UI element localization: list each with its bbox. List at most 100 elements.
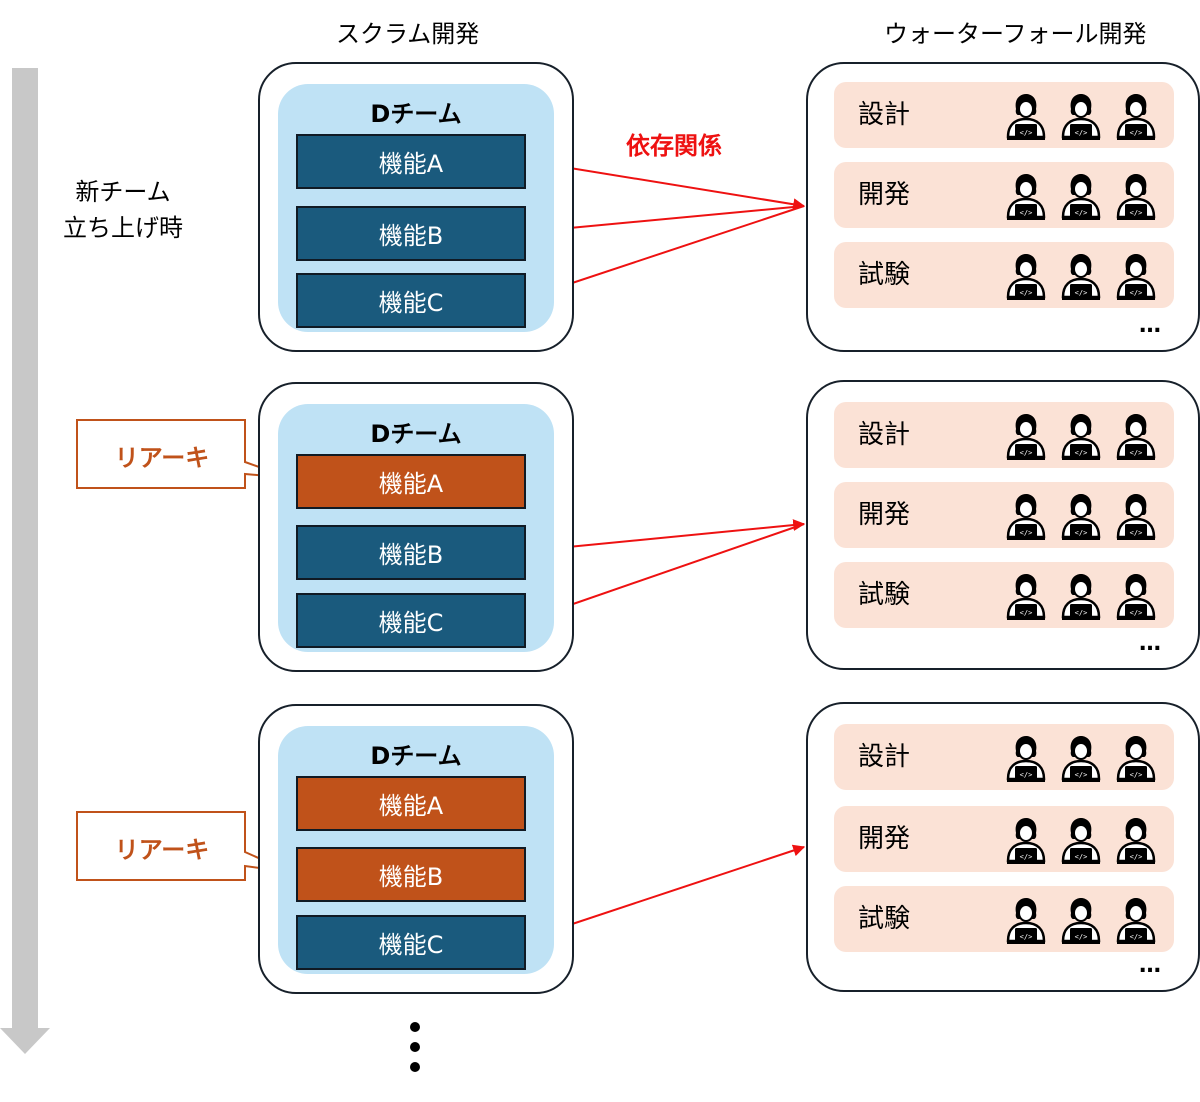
team-panel: Dチーム 機能A 機能B 機能C [278, 84, 554, 332]
timeline-label-line2: 立ち上げ時 [63, 214, 183, 242]
phase-label: 試験 [858, 580, 911, 610]
phase-label: 開発 [858, 824, 911, 854]
phase-row-testing: 試験 </></></> [834, 562, 1174, 628]
phase-label: 開発 [858, 500, 911, 530]
phase-row-development: 開発 </> </> </> [834, 162, 1174, 228]
developer-laptop-icon: </> [1059, 411, 1103, 461]
developer-laptop-icon: </> [1004, 411, 1048, 461]
developer-laptop-icon: </> [1114, 411, 1158, 461]
developer-laptop-icon: </> [1059, 571, 1103, 621]
rearchitecture-callout-label: リアーキ [114, 444, 210, 472]
waterfall-heading: ウォーターフォール開発 [884, 20, 1147, 48]
team-name: Dチーム [370, 420, 462, 448]
svg-text:</>: </> [1075, 771, 1088, 779]
phase-label: 開発 [858, 180, 911, 210]
scrum-team-stage-3: Dチーム 機能A 機能B 機能C [258, 704, 574, 994]
waterfall-box-stage-3: 設計 </> </> </> 開発 </> </> </> 試験 </> </> </> … [806, 702, 1200, 992]
timeline-label-line1: 新チーム [75, 178, 171, 206]
team-name: Dチーム [370, 742, 462, 770]
phase-label: 設計 [858, 100, 911, 130]
svg-text:</>: </> [1075, 449, 1088, 457]
developer-laptop-icon: </> [1114, 733, 1158, 783]
developer-laptop-icon: </> [1004, 571, 1048, 621]
team-name: Dチーム [370, 100, 462, 128]
timeline-arrow [0, 68, 50, 1054]
svg-text:</>: </> [1130, 449, 1143, 457]
feature-block-rearchitected: 機能A [296, 776, 526, 831]
feature-block-legacy: 機能C [296, 273, 526, 328]
svg-text:</>: </> [1020, 209, 1033, 217]
developer-laptop-icon: </> [1114, 815, 1158, 865]
continuation-dots [410, 1022, 420, 1072]
svg-text:</>: </> [1020, 609, 1033, 617]
svg-text:</>: </> [1075, 209, 1088, 217]
phase-row-design: 設計 </> </> </> [834, 724, 1174, 790]
developer-laptop-icon: </> [1004, 815, 1048, 865]
more-ellipsis: … [1139, 953, 1162, 978]
feature-block-legacy: 機能B [296, 206, 526, 261]
phase-label: 試験 [858, 904, 911, 934]
waterfall-box-stage-1: 設計 </> </> </> 開発 </> </> </> 試験 </> </> </> … [806, 62, 1200, 352]
svg-text:</>: </> [1130, 129, 1143, 137]
timeline-label: 新チーム 立ち上げ時 [48, 174, 198, 246]
svg-text:</>: </> [1075, 609, 1088, 617]
scrum-team-stage-2: Dチーム 機能A 機能B 機能C [258, 382, 574, 672]
feature-block-legacy: 機能A [296, 134, 526, 189]
svg-text:</>: </> [1020, 933, 1033, 941]
phase-row-design: 設計 </> </> </> [834, 402, 1174, 468]
phase-row-design: 設計 </> </> </> [834, 82, 1174, 148]
developer-laptop-icon: </> [1114, 171, 1158, 221]
phase-row-development: 開発 </> </> </> [834, 806, 1174, 872]
developer-laptop-icon: </> [1114, 491, 1158, 541]
developer-laptop-icon: </> [1059, 491, 1103, 541]
svg-text:</>: </> [1020, 771, 1033, 779]
developer-laptop-icon: </> [1114, 895, 1158, 945]
waterfall-box-stage-2: 設計 </> </> </> 開発 </> </> </> 試験 </> </> </> … [806, 380, 1200, 670]
developer-laptop-icon: </> [1059, 733, 1103, 783]
svg-text:</>: </> [1075, 933, 1088, 941]
developer-laptop-icon: </> [1004, 251, 1048, 301]
more-ellipsis: … [1139, 631, 1162, 656]
svg-text:</>: </> [1075, 289, 1088, 297]
svg-text:</>: </> [1075, 853, 1088, 861]
developer-laptop-icon: </> [1004, 171, 1048, 221]
svg-text:</>: </> [1130, 529, 1143, 537]
svg-text:</>: </> [1130, 771, 1143, 779]
svg-text:</>: </> [1075, 129, 1088, 137]
svg-text:</>: </> [1020, 289, 1033, 297]
feature-block-legacy: 機能B [296, 525, 526, 580]
developer-laptop-icon: </> [1004, 733, 1048, 783]
svg-text:</>: </> [1130, 289, 1143, 297]
svg-text:</>: </> [1130, 209, 1143, 217]
svg-text:</>: </> [1130, 853, 1143, 861]
feature-block-rearchitected: 機能B [296, 847, 526, 902]
svg-text:</>: </> [1075, 529, 1088, 537]
scrum-team-stage-1: Dチーム 機能A 機能B 機能C [258, 62, 574, 352]
developer-laptop-icon: </> [1059, 91, 1103, 141]
svg-text:</>: </> [1020, 853, 1033, 861]
dependency-label: 依存関係 [626, 132, 722, 160]
developer-laptop-icon: </> [1059, 815, 1103, 865]
developer-laptop-icon: </> [1114, 251, 1158, 301]
developer-laptop-icon: </> [1059, 171, 1103, 221]
developer-laptop-icon: </> [1004, 895, 1048, 945]
phase-label: 試験 [858, 260, 911, 290]
rearchitecture-callout-label: リアーキ [114, 836, 210, 864]
svg-text:</>: </> [1020, 129, 1033, 137]
scrum-heading: スクラム開発 [336, 20, 480, 48]
feature-block-rearchitected: 機能A [296, 454, 526, 509]
developer-laptop-icon: </> [1059, 251, 1103, 301]
svg-text:</>: </> [1020, 449, 1033, 457]
developer-laptop-icon: </> [1114, 91, 1158, 141]
developer-laptop-icon: </> [1004, 491, 1048, 541]
svg-text:</>: </> [1130, 933, 1143, 941]
developer-laptop-icon: </> [1004, 91, 1048, 141]
phase-label: 設計 [858, 742, 911, 772]
phase-row-testing: 試験 </> </> </> [834, 242, 1174, 308]
developer-laptop-icon: </> [1059, 895, 1103, 945]
phase-label: 設計 [858, 420, 911, 450]
more-ellipsis: … [1139, 313, 1162, 338]
phase-row-development: 開発 </> </> </> [834, 482, 1174, 548]
feature-block-legacy: 機能C [296, 593, 526, 648]
